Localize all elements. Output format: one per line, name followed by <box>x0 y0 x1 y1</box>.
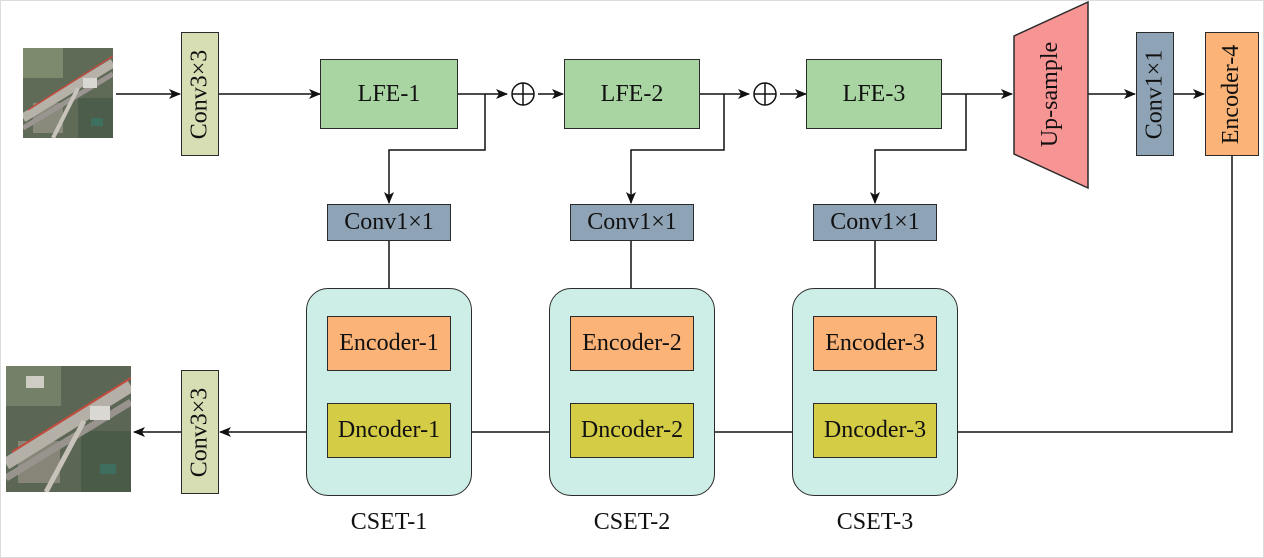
upsample-label: Up-sample <box>1037 41 1064 147</box>
upsample-label-wrap: Up-sample <box>1014 0 1088 188</box>
add-node-1 <box>511 82 535 106</box>
cset-1-label: CSET-1 <box>350 509 428 535</box>
conv3x3-output-label: Conv3×3 <box>186 387 213 477</box>
lfe-3-block: LFE-3 <box>806 59 942 129</box>
cset-3-label: CSET-3 <box>836 509 914 535</box>
encoder-3-label: Encoder-3 <box>825 330 925 356</box>
conv1x1-top-block: Conv1×1 <box>1136 32 1174 156</box>
lfe-2-block: LFE-2 <box>564 59 700 129</box>
conv1x1-branch-1-label: Conv1×1 <box>344 209 434 235</box>
decoder-3-label: Dncoder-3 <box>823 417 927 443</box>
cset-2-label: CSET-2 <box>593 509 671 535</box>
encoder-4-block: Encoder-4 <box>1205 32 1259 156</box>
conv3x3-output-block: Conv3×3 <box>181 370 219 494</box>
conv1x1-branch-3-label: Conv1×1 <box>830 209 920 235</box>
lfe-1-label: LFE-1 <box>357 80 421 107</box>
encoder-3-block: Encoder-3 <box>813 316 937 371</box>
edge-lfe1-branch <box>384 94 486 204</box>
edge-encoder4-dec3 <box>937 155 1233 437</box>
conv1x1-branch-3: Conv1×1 <box>813 204 937 241</box>
encoder-4-label: Encoder-4 <box>1218 44 1245 144</box>
conv1x1-branch-2: Conv1×1 <box>570 204 694 241</box>
input-image <box>23 48 113 138</box>
conv1x1-branch-1: Conv1×1 <box>327 204 451 241</box>
lfe-1-block: LFE-1 <box>320 59 458 129</box>
conv3x3-input-block: Conv3×3 <box>181 32 219 156</box>
encoder-1-block: Encoder-1 <box>327 316 451 371</box>
conv1x1-branch-2-label: Conv1×1 <box>587 209 677 235</box>
decoder-1-block: Dncoder-1 <box>327 403 451 458</box>
encoder-1-label: Encoder-1 <box>339 330 439 356</box>
conv1x1-top-label: Conv1×1 <box>1141 49 1168 139</box>
output-image <box>6 366 131 492</box>
conv3x3-input-label: Conv3×3 <box>186 49 213 139</box>
encoder-2-label: Encoder-2 <box>582 330 682 356</box>
lfe-3-label: LFE-3 <box>842 80 906 107</box>
decoder-3-block: Dncoder-3 <box>813 403 937 458</box>
decoder-2-label: Dncoder-2 <box>580 417 684 443</box>
encoder-2-block: Encoder-2 <box>570 316 694 371</box>
decoder-1-label: Dncoder-1 <box>337 417 441 443</box>
lfe-2-label: LFE-2 <box>600 80 664 107</box>
upsample-block <box>1013 0 1089 190</box>
edge-lfe2-branch <box>626 94 725 204</box>
edge-lfe3-branch <box>870 94 967 204</box>
add-node-2 <box>753 82 777 106</box>
decoder-2-block: Dncoder-2 <box>570 403 694 458</box>
